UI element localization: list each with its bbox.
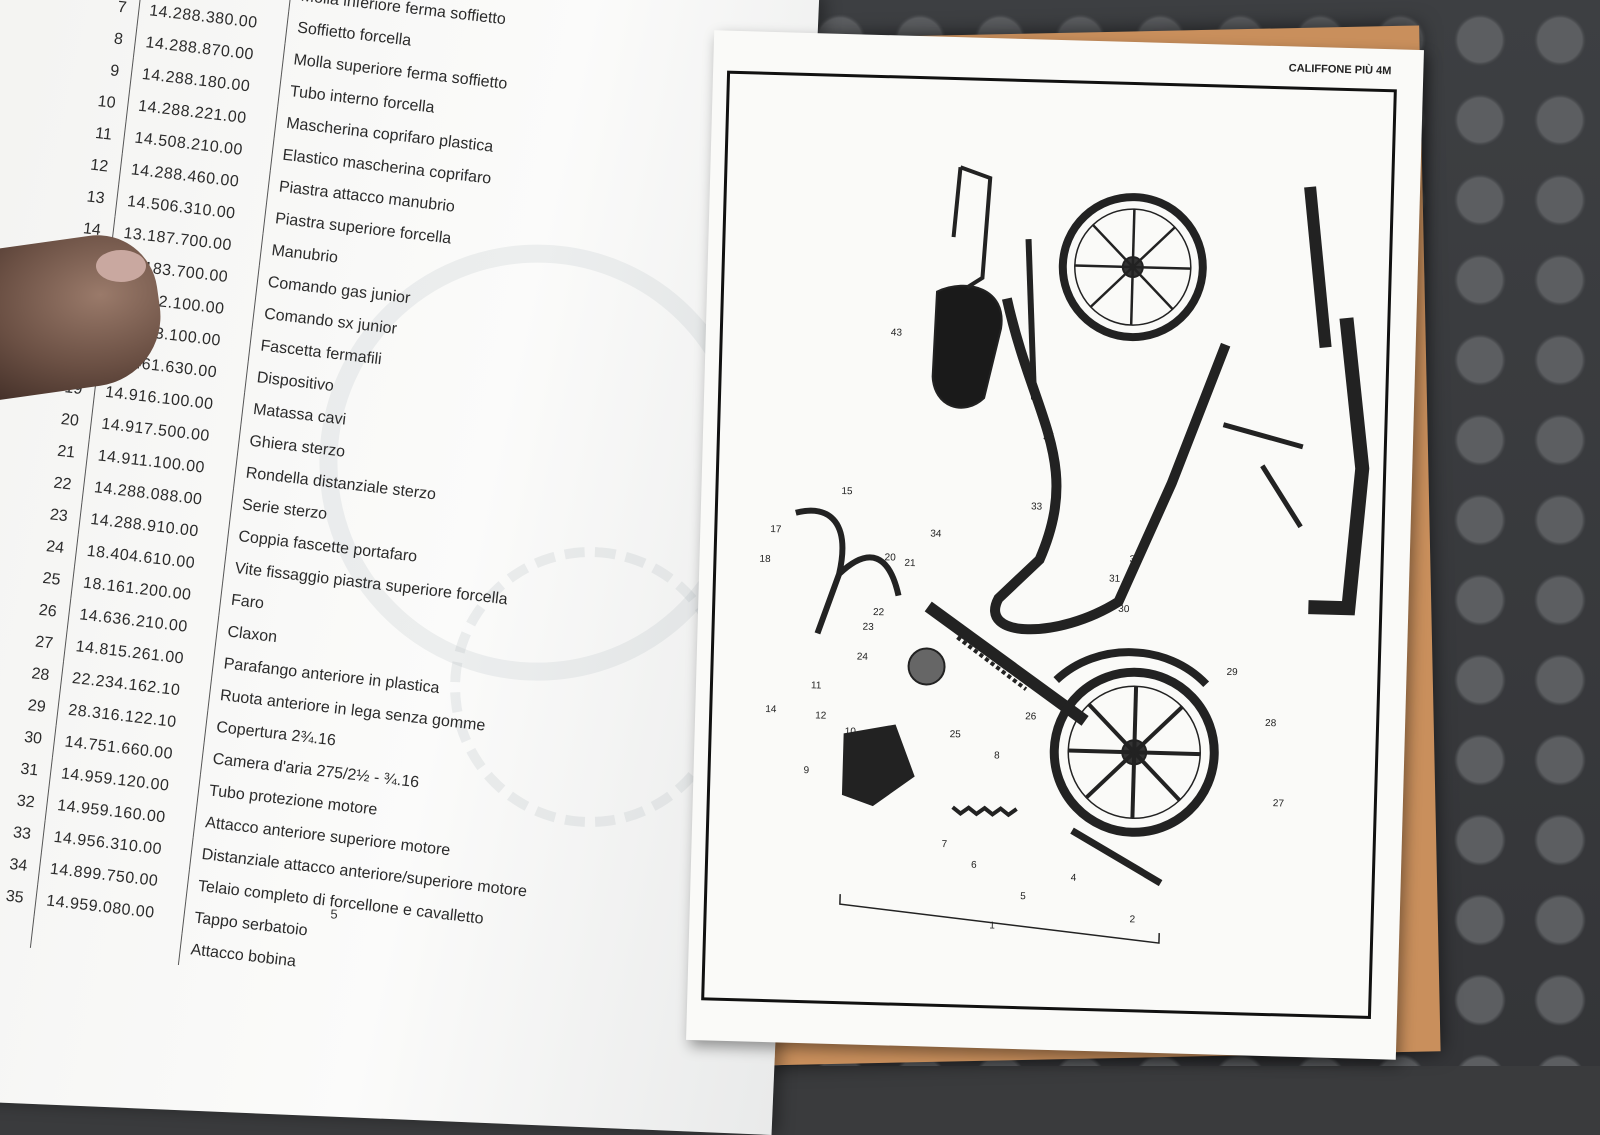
diagram-label: 15 (841, 486, 853, 497)
part-number: 32 (0, 781, 49, 821)
diagram-label: 9 (803, 765, 809, 776)
diagram-label: 11 (811, 680, 822, 691)
diagram-label: 7 (941, 839, 947, 850)
diagram-label: 31 (1109, 574, 1121, 585)
rear-wheel (1058, 193, 1207, 342)
diagram-label: 6 (971, 860, 977, 871)
diagram-label: 30 (1118, 604, 1130, 615)
diagram-label: 14 (765, 704, 777, 715)
diagram-label: 22 (873, 607, 885, 618)
front-wheel (1049, 667, 1219, 837)
diagram-label: 21 (904, 558, 916, 569)
front-mudguard (1053, 648, 1210, 688)
part-number: 35 (0, 876, 38, 917)
diagram-label: 2 (1129, 914, 1135, 925)
diagram-label: 4 (1071, 873, 1077, 884)
part-number: 33 (0, 813, 46, 853)
diagram-label: 23 (862, 622, 874, 633)
diagram-label: 5 (1020, 891, 1026, 902)
seat (931, 284, 1003, 409)
thumbnail-nail (96, 250, 146, 282)
exploded-parts-diagram: 1 2 4 5 6 7 8 9 10 11 12 14 15 17 18 20 … (759, 165, 1370, 944)
stand (1222, 422, 1304, 529)
headlight-cover (841, 724, 915, 807)
fork-tube (1070, 827, 1163, 887)
handlebar (795, 507, 902, 635)
diagram-label: 18 (759, 554, 771, 565)
right-page: CALIFFONE PIÙ 4M (686, 30, 1424, 1060)
diagram-label: 8 (994, 750, 1000, 761)
diagram-label: 26 (1025, 711, 1037, 722)
diagram-label: 12 (815, 710, 827, 721)
diagram-label: 33 (1031, 501, 1043, 512)
diagram-label: 27 (1273, 798, 1285, 809)
part-number (0, 908, 35, 948)
diagram-label: 10 (845, 726, 857, 737)
luggage-rack (951, 165, 993, 290)
diagram-label: 32 (1129, 554, 1141, 565)
diagram-label: 43 (891, 327, 903, 338)
part-number: 34 (0, 845, 42, 885)
diagram-label: 25 (950, 729, 962, 740)
diagram-label: 17 (770, 524, 782, 535)
diagram-label: 28 (1265, 718, 1277, 729)
page-number: 5 (330, 906, 338, 922)
part-number: 31 (0, 749, 53, 789)
diagram-label: 29 (1226, 667, 1238, 678)
diagram-label: 1 (989, 920, 995, 931)
front-fork (924, 601, 1089, 726)
diagram-label: 34 (930, 529, 942, 540)
exhaust-pipe (1308, 317, 1370, 616)
fork-spring (951, 805, 1018, 818)
headlight (907, 647, 946, 686)
diagram-label: 20 (884, 552, 896, 563)
diagram-label: 35 (1043, 432, 1055, 443)
diagram-label: 24 (857, 652, 869, 663)
